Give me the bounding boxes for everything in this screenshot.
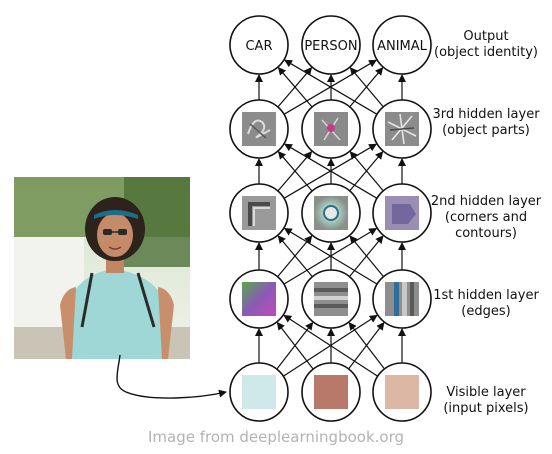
label-output: Output (object identity): [420, 29, 552, 61]
label-hidden3-subtitle: (object parts): [442, 123, 530, 138]
edge-l1-2-0: [283, 227, 378, 285]
label-visible: Visible layer (input pixels): [420, 385, 552, 417]
label-hidden3: 3rd hidden layer (object parts): [420, 107, 552, 139]
visible-node-3: [372, 362, 432, 422]
network-nodes: CAR PERSON ANIMAL: [229, 15, 432, 422]
output-label-person: PERSON: [304, 39, 357, 54]
hidden1-node-2: [301, 269, 361, 329]
hidden3-feature-1: [242, 112, 276, 146]
label-output-title: Output: [463, 29, 509, 44]
edge-l2-1-0: [277, 151, 313, 192]
hidden2-node-1: [229, 183, 289, 243]
edge-l0-2-1: [348, 322, 385, 370]
output-node-person: PERSON: [301, 15, 361, 75]
edge-l2-2-0: [284, 143, 378, 199]
edge-l3-2-1: [349, 67, 384, 108]
label-output-subtitle: (object identity): [434, 45, 538, 60]
photo-to-input-arrow: [116, 354, 227, 399]
connection-edges: [255, 59, 406, 377]
label-hidden2-subtitle-2: contours): [455, 226, 517, 241]
label-hidden2: 2nd hidden layer (corners and contours): [420, 194, 552, 242]
edge-l2-2-1: [349, 151, 384, 192]
hidden1-node-1: [229, 269, 289, 329]
label-hidden1: 1st hidden layer (edges): [420, 288, 552, 320]
edge-l1-2-1: [349, 235, 384, 277]
visible-node-2: [301, 362, 361, 422]
edge-l0-1-0: [276, 321, 314, 370]
label-visible-title: Visible layer: [446, 385, 526, 400]
output-node-car: CAR: [229, 15, 289, 75]
hidden2-node-3: [372, 183, 432, 243]
hidden3-node-3: [372, 99, 432, 159]
visible-pixel-2: [314, 375, 348, 409]
edge-l1-1-0: [277, 235, 313, 278]
edge-l3-2-0: [284, 59, 378, 115]
input-photo: [14, 177, 190, 359]
edge-l3-1-0: [277, 67, 313, 108]
label-hidden1-subtitle: (edges): [461, 304, 511, 319]
hidden3-node-1: [229, 99, 289, 159]
label-visible-subtitle: (input pixels): [443, 401, 529, 416]
hidden1-node-3: [372, 269, 432, 329]
hidden1-feature-1: [242, 282, 276, 316]
hidden2-feature-1: [242, 196, 276, 230]
edge-l0-2-0: [283, 314, 379, 377]
label-hidden2-title: 2nd hidden layer: [430, 194, 542, 209]
label-hidden3-title: 3rd hidden layer: [432, 107, 540, 122]
hidden2-node-2: [301, 183, 361, 243]
label-hidden1-title: 1st hidden layer: [433, 288, 539, 303]
hidden3-node-2: [301, 99, 361, 159]
visible-node-1: [229, 362, 289, 422]
visible-pixel-3: [385, 375, 419, 409]
image-credit: Image from deeplearningbook.org: [147, 428, 405, 446]
output-label-animal: ANIMAL: [377, 39, 428, 54]
output-node-animal: ANIMAL: [372, 15, 432, 75]
output-label-car: CAR: [245, 39, 272, 54]
label-hidden2-subtitle-1: (corners and: [444, 210, 528, 225]
visible-pixel-1: [242, 375, 276, 409]
